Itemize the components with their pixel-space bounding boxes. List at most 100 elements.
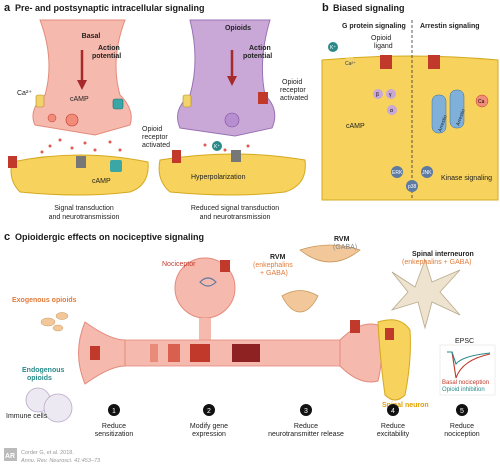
opioids-caption-2: and neurotransmission [200,214,271,221]
step-3-line-1: Reduce [294,423,318,430]
basal-caption-1: Signal transduction [54,205,114,212]
camp-b-label: cAMP [346,123,365,130]
step-5-line-1: Reduce [450,423,474,430]
opioid-receptor-icon [258,92,268,104]
neurotransmitter-dots [40,138,122,154]
peripheral-receptor-icon [90,346,100,360]
jnk-label: JNK [422,170,432,176]
ca-inner-icon [475,94,489,108]
spinal-interneuron [390,258,461,330]
step-1-line-2: sensitization [95,431,134,438]
exogenous-label: Exogenous opioids [12,297,77,304]
arrestin-pill-2 [449,89,465,129]
step-2: 2 Modify gene expression [190,404,228,438]
rvm-top-neuron [299,244,361,263]
step-2-badge [203,404,215,416]
opioid-receptor-post-1: Opioid [142,126,162,133]
step-5-num: 5 [460,408,464,415]
rvm-left-sub2: + GABA) [260,270,288,277]
alpha-subunit-icon [387,105,397,115]
rvm-left-name: RVM [270,254,286,261]
opioid-receptor-b-icon [380,55,392,69]
immune-cell-icon-2 [43,393,73,423]
spinal-interneuron-sub: (enkephalins + GABA) [402,259,471,266]
vesicle-icon [65,113,79,127]
panel-b-letter: b [322,2,329,14]
citation-line-2: Annu. Rev. Neurosci. 41:453–73 [20,458,101,464]
arrestin-pill-1 [431,94,447,134]
step-2-line-2: expression [192,431,226,438]
basal-trace [447,351,491,379]
k-ion-label: K⁺ [214,144,220,150]
jnk-icon [421,166,433,178]
step-4-line-2: excitability [377,431,410,438]
opioid-ligand-1: Opioid [371,35,391,42]
erk-label: ERK [392,170,403,176]
receptor-icon [8,156,17,168]
step-5: 5 Reduce nociception [444,404,480,438]
basal-action-potential-1: Action [98,45,120,52]
panel-c: c Opioidergic effects on nociceptive sig… [4,231,496,438]
ca-inner-label: Ca [478,99,485,105]
immune-cells-label: Immune cells [6,413,48,420]
nociceptor-receptor-icon [220,260,230,272]
opioid-receptor-pre-1: Opioid [282,79,302,86]
opioids-action-potential-1: Action [249,45,271,52]
opioids-caption-1: Reduced signal transduction [191,205,279,212]
step-2-num: 2 [207,408,211,415]
panel-b-title: Biased signaling [333,3,405,13]
step-5-line-2: nociception [444,431,480,438]
central-receptor-icon [350,320,360,333]
opioids-action-potential-2: potential [243,53,272,60]
axon-block-4 [232,344,260,362]
opioid-presynaptic-neuron [177,19,276,137]
hyperpolarization-label: Hyperpolarization [191,174,246,181]
receptor-icon-gray-2 [231,150,241,162]
calcium-channel-icon-opioid [182,94,192,108]
peripheral-terminal [78,321,126,385]
erk-icon [391,166,403,178]
step-1-line-1: Reduce [102,423,126,430]
step-3-badge [300,404,312,416]
arrestin-pill-2-label: Arrestin [455,108,467,126]
pills-icon [40,312,69,332]
ar-logo-text: AR [5,453,15,460]
ca-ion-b-icon [344,57,356,69]
rvm-left-neuron [281,290,319,313]
basal-heading: Basal [82,33,101,40]
gamma-label: γ [389,92,392,98]
rvm-top-name: RVM [334,236,350,243]
arrestin-pill-1-label: Arrestin [437,114,449,132]
basal-camp-pre: cAMP [70,96,89,103]
step-2-line-1: Modify gene [190,423,228,430]
endogenous-label-2: opioids [27,375,52,382]
ar-logo [4,448,17,461]
footer: AR Corder G, et al. 2018. Annu. Rev. Neu… [4,448,101,464]
panel-a-letter: a [4,2,11,14]
step-4: 4 Reduce excitability [377,404,410,438]
spinal-neuron [377,319,411,401]
basal-action-potential-2: potential [92,53,121,60]
k-ion-b-icon [328,42,338,52]
step-1-num: 1 [112,408,116,415]
axon-block-1 [150,344,158,362]
p38-icon [406,180,418,192]
step-3-line-2: neurotransmitter release [268,431,344,438]
step-3-num: 3 [304,408,308,415]
basal-camp-post: cAMP [92,178,111,185]
g-protein-heading: G protein signaling [342,23,406,30]
opioid-receptor-post-2: receptor [142,134,168,141]
opioid-trace [447,351,491,366]
epsc-panel: EPSC Basal nociception Opioid inhibition [439,338,496,396]
spinal-neuron-label: Spinal neuron [382,402,429,409]
opioid-neurotransmitter-dots [203,143,250,152]
spinal-interneuron-name: Spinal interneuron [412,251,474,258]
epsc-label: EPSC [455,338,474,345]
citation-line-1: Corder G, et al. 2018. [21,450,74,456]
alpha-label: α [390,108,393,114]
opioids-heading: Opioids [225,25,251,32]
axon-block-3 [190,344,210,362]
p38-label: p38 [408,184,417,190]
step-4-num: 4 [391,408,395,415]
